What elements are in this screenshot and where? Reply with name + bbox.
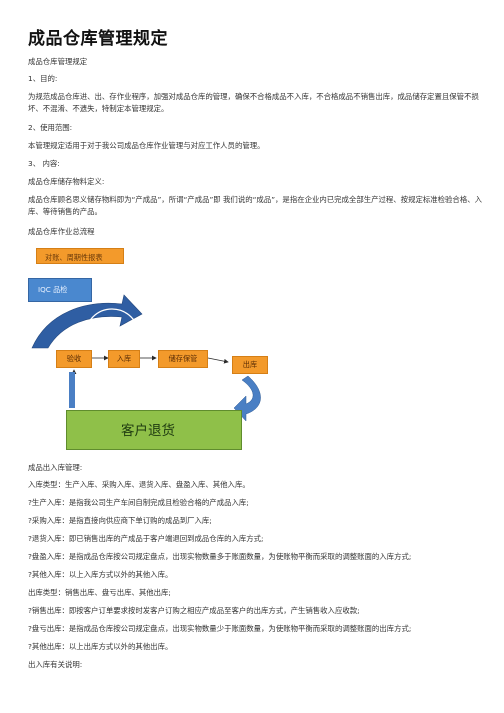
- inbound-return: ?退货入库：即已销售出库的产成品于客户端退回到成品仓库的入库方式;: [28, 534, 264, 543]
- inout-heading: 成品出入库管理:: [28, 463, 83, 472]
- outbound-sales: ?销售出库：即按客户订单要求按时发客户订购之相应产成品至客户的出库方式，产生销售…: [28, 606, 360, 615]
- inbound-types: 入库类型：生产入库、采购入库、退货入库、盘盈入库、其他入库。: [28, 480, 250, 489]
- outbound-types: 出库类型：销售出库、盘亏出库、其他出库;: [28, 588, 171, 597]
- section-2-heading: 2、使用范围:: [28, 123, 73, 132]
- inbound-other: ?其他入库：以上入库方式以外的其他入库。: [28, 570, 173, 579]
- outbound-other: ?其他出库：以上出库方式以外的其他出库。: [28, 642, 173, 651]
- curved-return-arrow: [31, 294, 143, 349]
- exit-curved-arrow: [233, 375, 261, 422]
- section-3-body: 成品仓库顾名思义储存物料即为“产成品”，所谓“产成品”即 我们说的“成品”，是指…: [28, 195, 482, 216]
- receive-box: 验收: [56, 350, 92, 368]
- flow-title: 成品仓库作业总流程: [28, 227, 95, 236]
- report-box: 对账、周期性报表: [36, 248, 124, 264]
- iqc-box: IQC 品检: [28, 278, 92, 302]
- customer-returns-box: 客户退货: [66, 410, 242, 450]
- vertical-connector-bar: [69, 372, 75, 408]
- section-1-heading: 1、目的:: [28, 74, 58, 83]
- inbound-box: 入库: [108, 350, 140, 368]
- subtitle: 成品仓库管理规定: [28, 57, 88, 66]
- arrow-storage-to-outbound: [207, 357, 229, 364]
- inbound-production: ?生产入库：是指我公司生产车间自制完成且检验合格的产成品入库;: [28, 498, 249, 507]
- section-2-body: 本管理规定适用于对于我公司成品仓库作业管理与对应工作人员的管理。: [28, 141, 265, 150]
- process-flow-diagram: 对账、周期性报表 IQC 品检 验收 入库 储存保管 出库 客户退货: [28, 244, 268, 454]
- page-title: 成品仓库管理规定: [28, 29, 168, 49]
- outbound-loss: ?盘亏出库：是指成品仓库按公司规定盘点，出现实物数量少于账面数量，为使账物平衡而…: [28, 624, 412, 633]
- section-3-subheading: 成品仓库储存物料定义:: [28, 177, 105, 186]
- inout-notes-heading: 出入库有关说明:: [28, 660, 83, 669]
- section-3-heading: 3、 内容:: [28, 159, 60, 168]
- inbound-purchase: ?采购入库：是指直接向供应商下单订购的成品到厂入库;: [28, 516, 212, 525]
- inbound-surplus: ?盘盈入库：是指成品仓库按公司规定盘点，出现实物数量多于账面数量，为使账物平衡而…: [28, 552, 412, 561]
- outbound-box: 出库: [232, 356, 268, 374]
- storage-box: 储存保管: [158, 350, 208, 368]
- section-1-body: 为规范成品仓库进、出、存作业程序，加强对成品仓库的管理，确保不合格成品不入库，不…: [28, 92, 479, 113]
